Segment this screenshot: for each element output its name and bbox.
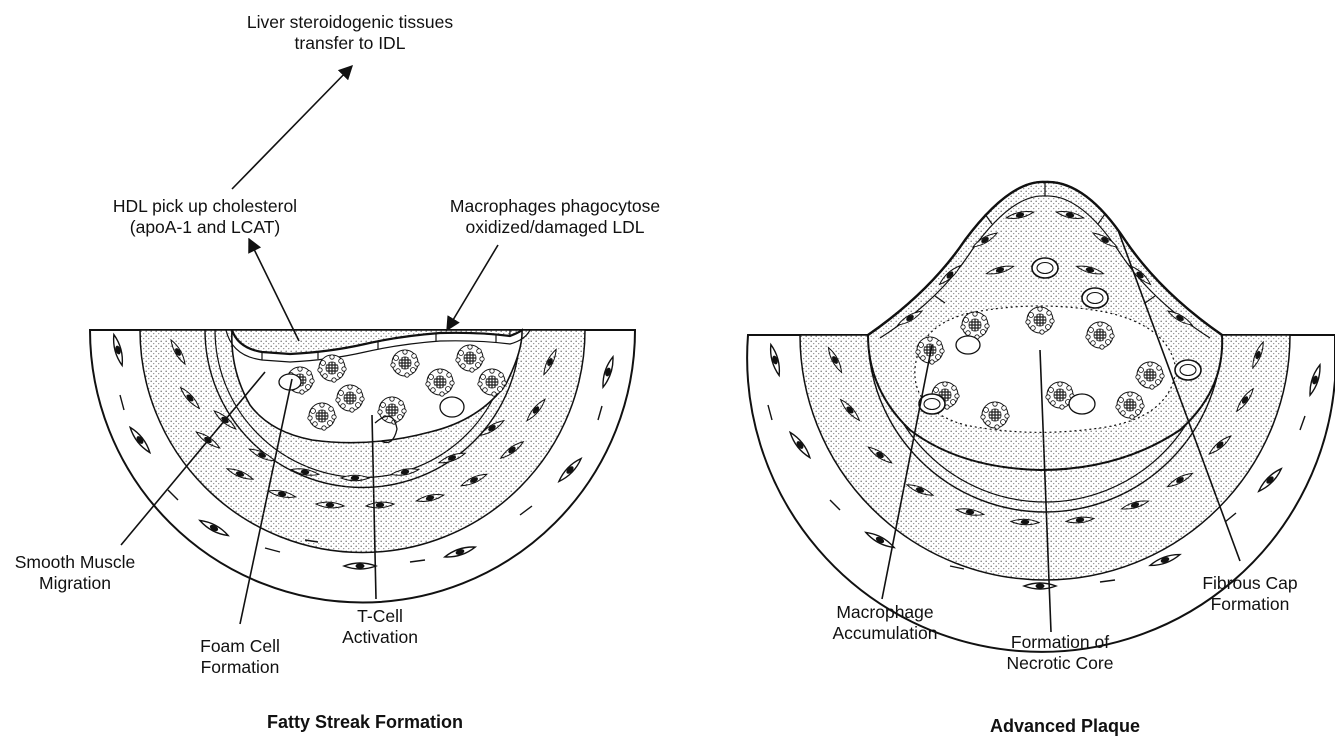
macrophage-accumulation-label: Macrophage Accumulation: [815, 602, 955, 644]
foam-cell-label: Foam Cell Formation: [180, 636, 300, 678]
necrotic-core-line1: Formation of: [985, 632, 1135, 653]
foam-cell-label-line1: Foam Cell: [180, 636, 300, 657]
liver-label-line2: transfer to IDL: [220, 33, 480, 54]
macrophage-accumulation-line1: Macrophage: [815, 602, 955, 623]
liver-transfer-arrow: [232, 66, 352, 189]
t-cell-label-line2: Activation: [320, 627, 440, 648]
smooth-muscle-label-line2: Migration: [0, 573, 150, 594]
liver-label-line1: Liver steroidogenic tissues: [220, 12, 480, 33]
hdl-efflux-arrow: [249, 239, 299, 341]
ldl-uptake-arrow: [447, 245, 498, 330]
liver-transfer-label: Liver steroidogenic tissues transfer to …: [220, 12, 480, 54]
necrotic-core-line2: Necrotic Core: [985, 653, 1135, 674]
smooth-muscle-label-line1: Smooth Muscle: [0, 552, 150, 573]
macrophages-label-line1: Macrophages phagocytose: [405, 196, 705, 217]
fatty-streak-artery: [90, 330, 635, 602]
foam-cell-label-line2: Formation: [180, 657, 300, 678]
fibrous-cap-line1: Fibrous Cap: [1185, 573, 1315, 594]
macrophage-accumulation-line2: Accumulation: [815, 623, 955, 644]
macrophages-label-line2: oxidized/damaged LDL: [405, 217, 705, 238]
fatty-streak-title: Fatty Streak Formation: [200, 712, 530, 733]
necrotic-core-label: Formation of Necrotic Core: [985, 632, 1135, 674]
fibrous-cap-line2: Formation: [1185, 594, 1315, 615]
smooth-muscle-label: Smooth Muscle Migration: [0, 552, 150, 594]
hdl-label-line2: (apoA-1 and LCAT): [60, 217, 350, 238]
t-cell-label-line1: T-Cell: [320, 606, 440, 627]
advanced-plaque-title: Advanced Plaque: [935, 716, 1195, 737]
hdl-label-line1: HDL pick up cholesterol: [60, 196, 350, 217]
t-cell-label: T-Cell Activation: [320, 606, 440, 648]
fibrous-cap-label: Fibrous Cap Formation: [1185, 573, 1315, 615]
hdl-label: HDL pick up cholesterol (apoA-1 and LCAT…: [60, 196, 350, 238]
macrophages-label: Macrophages phagocytose oxidized/damaged…: [405, 196, 705, 238]
